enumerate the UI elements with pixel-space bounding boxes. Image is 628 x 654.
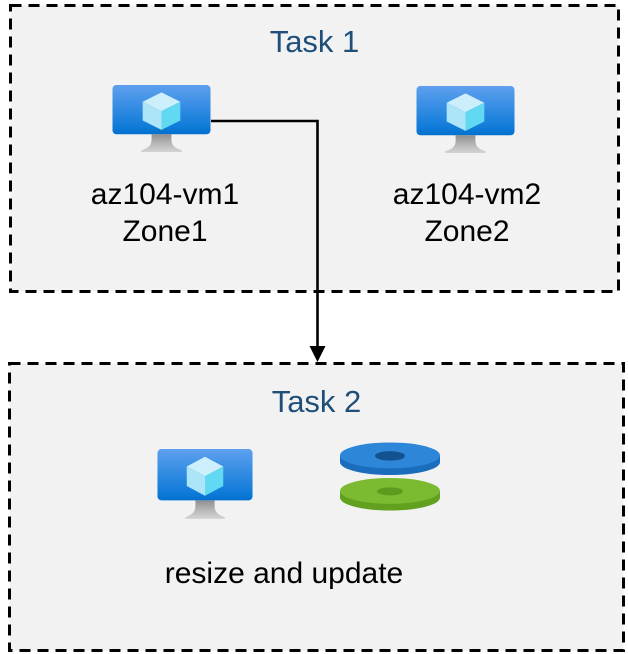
task2-caption: resize and update: [164, 557, 404, 590]
virtual-machine-icon: [157, 449, 253, 519]
vm1-zone: Zone1: [122, 215, 208, 248]
task2-title: Task 2: [271, 384, 362, 419]
task2-panel: Task 2: [8, 362, 625, 652]
vm2-name: az104-vm2: [392, 178, 542, 211]
task2-panel-border: [8, 362, 625, 652]
virtual-machine-icon: [112, 85, 211, 153]
task1-title: Task 1: [269, 24, 360, 59]
disks-icon: [340, 442, 440, 511]
virtual-machine-icon: [416, 86, 515, 154]
vm1-label: az104-vm1 Zone1: [15, 176, 315, 250]
vm1-name: az104-vm1: [90, 178, 240, 211]
vm2-label: az104-vm2 Zone2: [317, 176, 617, 250]
vm2-zone: Zone2: [424, 215, 510, 248]
